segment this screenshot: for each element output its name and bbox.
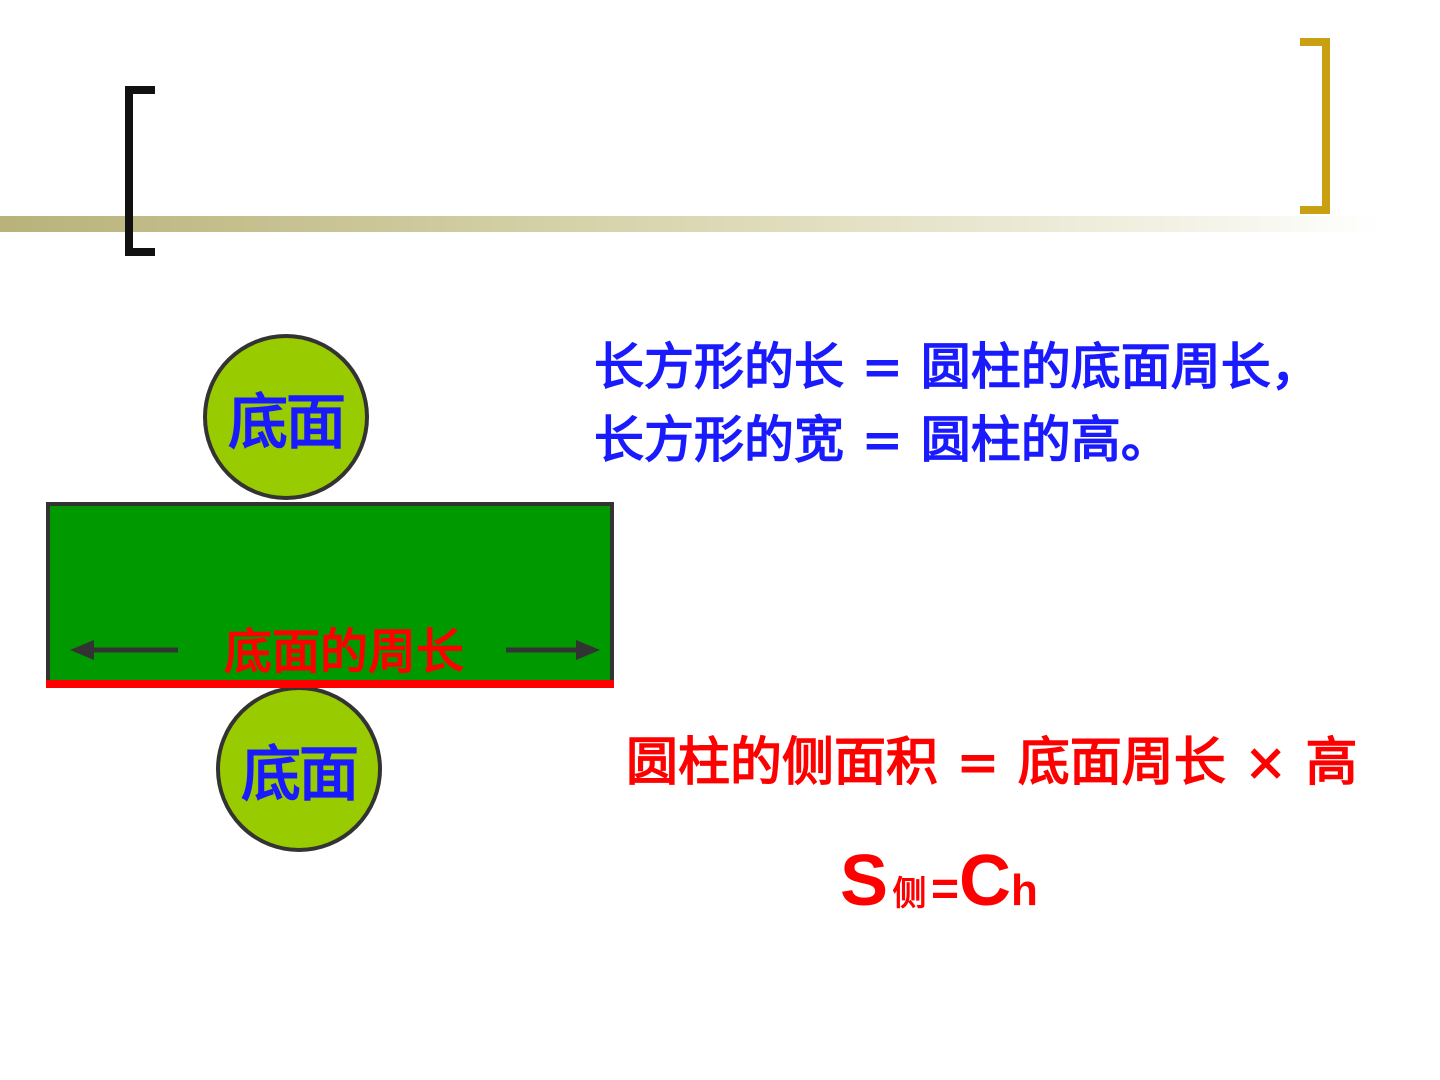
left-arrow-head [70,640,94,660]
width-relation-text: 长方形的宽 = 圆柱的高。 [594,410,1171,469]
perimeter-line [46,680,614,688]
formula-c: C [958,841,1011,921]
formula-h: h [1010,866,1038,915]
lateral-area-formula-text: 圆柱的侧面积 = 底面周长 × 高 [626,732,1358,793]
top-base-circle: 底面 [203,334,369,500]
top-base-label: 底面 [228,387,346,458]
lateral-rectangle [46,502,614,686]
formula-equals: = [930,863,959,916]
perimeter-label: 底面的周长 [223,624,464,680]
right-arrow-head [576,640,600,660]
bottom-base-circle: 底面 [216,686,382,852]
formula-subscript: 侧 [892,875,927,913]
title-rule [0,216,1380,232]
bottom-base-label: 底面 [241,739,359,810]
lateral-area-formula-symbol: S 侧 =Ch [840,840,1038,922]
right-bracket [1300,38,1330,214]
formula-s: S [840,841,889,921]
perimeter-arrows [70,640,600,660]
length-relation-text: 长方形的长 = 圆柱的底面周长， [594,337,1321,396]
left-bracket [125,86,155,256]
